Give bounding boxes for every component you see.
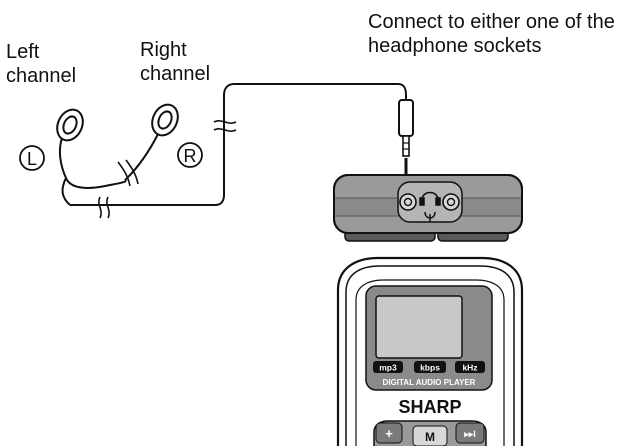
left-marker-icon: L xyxy=(19,145,45,171)
right-channel-label: Right channel xyxy=(140,39,211,85)
mp3-button[interactable]: mp3 xyxy=(373,361,403,373)
connect-instruction-label: Connect to either one of the headphone s… xyxy=(368,11,615,57)
model-text: DIGITAL AUDIO PLAYER xyxy=(383,378,476,387)
headphone-plug-icon xyxy=(398,99,414,157)
left-marker-label: L xyxy=(27,149,37,169)
kbps-button-label: kbps xyxy=(420,363,440,373)
kbps-button[interactable]: kbps xyxy=(414,361,446,373)
right-marker-label: R xyxy=(184,146,197,166)
headphone-socket-right-icon[interactable] xyxy=(442,193,460,211)
device-top-panel xyxy=(333,174,523,242)
display-screen xyxy=(375,295,463,359)
mode-key[interactable]: M xyxy=(412,425,448,446)
next-key-label: ▸▸I xyxy=(463,429,476,439)
khz-button-label: kHz xyxy=(462,363,477,373)
left-channel-label: Left channel xyxy=(6,41,77,87)
headphone-symbol-icon xyxy=(419,191,441,222)
earphones-icon xyxy=(56,83,407,219)
plus-key[interactable]: + xyxy=(375,422,403,444)
mp3-button-label: mp3 xyxy=(379,363,397,373)
plus-key-label: + xyxy=(385,426,393,441)
brand-logo: SHARP xyxy=(398,397,461,417)
khz-button[interactable]: kHz xyxy=(455,361,485,373)
headphone-socket-left-icon[interactable] xyxy=(399,193,417,211)
right-marker-icon: R xyxy=(177,142,203,168)
mode-key-label: M xyxy=(425,430,435,444)
next-key[interactable]: ▸▸I xyxy=(455,422,485,444)
